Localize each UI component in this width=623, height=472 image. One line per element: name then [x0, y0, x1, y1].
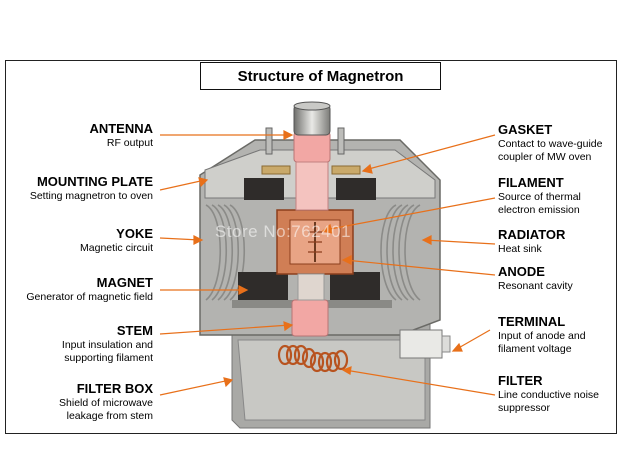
terminal-block — [399, 329, 443, 359]
label-filter-box: FILTER BOX Shield of microwave leakage f… — [59, 381, 153, 423]
label-yoke: YOKE Magnetic circuit — [80, 226, 153, 255]
label-desc: Line conductive noise — [498, 389, 599, 401]
label-title: FILAMENT — [498, 175, 564, 190]
label-title: STEM — [116, 323, 153, 338]
label-desc: Input of anode and — [498, 330, 586, 342]
diagram-title: Structure of Magnetron — [200, 62, 441, 90]
label-desc: Generator of magnetic field — [26, 291, 153, 303]
label-title: FILTER — [498, 373, 543, 388]
label-title: FILTER BOX — [76, 381, 153, 396]
label-desc: coupler of MW oven — [498, 151, 592, 163]
upper-magnet-right — [336, 178, 376, 200]
label-desc: Contact to wave-guide — [498, 138, 603, 150]
label-desc: Setting magnetron to oven — [29, 190, 153, 202]
label-desc: Magnetic circuit — [80, 242, 153, 254]
label-anode: ANODE Resonant cavity — [498, 264, 573, 293]
label-title: ANODE — [498, 264, 545, 279]
label-desc: filament voltage — [498, 343, 572, 355]
label-filament: FILAMENT Source of thermal electron emis… — [498, 175, 581, 217]
label-title: ANTENNA — [89, 121, 153, 136]
label-gasket: GASKET Contact to wave-guide coupler of … — [498, 122, 602, 164]
upper-magnet-left — [244, 178, 284, 200]
gasket — [331, 165, 361, 175]
label-desc: suppressor — [498, 402, 550, 414]
leader-lines — [159, 130, 496, 396]
label-title: TERMINAL — [498, 314, 566, 329]
label-desc: RF output — [106, 137, 153, 149]
antenna-ceramic — [293, 131, 331, 163]
stem-ceramic — [291, 299, 329, 337]
label-desc: leakage from stem — [66, 410, 153, 422]
label-filter: FILTER Line conductive noise suppressor — [498, 373, 599, 415]
label-desc: supporting filament — [64, 352, 153, 364]
lower-magnet-left — [238, 272, 288, 302]
label-mounting-plate: MOUNTING PLATE Setting magnetron to oven — [30, 174, 153, 203]
lower-magnet-right — [330, 272, 380, 302]
label-title: MOUNTING PLATE — [36, 174, 153, 189]
filter-coils — [277, 344, 349, 373]
radiator-fins — [205, 204, 421, 301]
label-title: YOKE — [116, 226, 153, 241]
label-desc: Source of thermal — [498, 191, 581, 203]
label-antenna: ANTENNA RF output — [89, 121, 153, 150]
label-title: GASKET — [498, 122, 553, 137]
label-magnet: MAGNET Generator of magnetic field — [26, 275, 153, 304]
label-radiator: RADIATOR Heat sink — [498, 227, 565, 256]
label-desc: Resonant cavity — [498, 280, 573, 292]
label-desc: Shield of microwave — [59, 397, 153, 409]
label-title: MAGNET — [96, 275, 153, 290]
diagram-frame — [5, 60, 617, 434]
label-desc: Input insulation and — [61, 339, 153, 351]
label-stem: STEM Input insulation and supporting fil… — [62, 323, 153, 365]
label-desc: electron emission — [498, 204, 580, 216]
label-title: RADIATOR — [498, 227, 566, 242]
label-desc: Heat sink — [498, 243, 542, 255]
label-terminal: TERMINAL Input of anode and filament vol… — [498, 314, 586, 356]
watermark: Store No:762401 — [215, 222, 352, 241]
